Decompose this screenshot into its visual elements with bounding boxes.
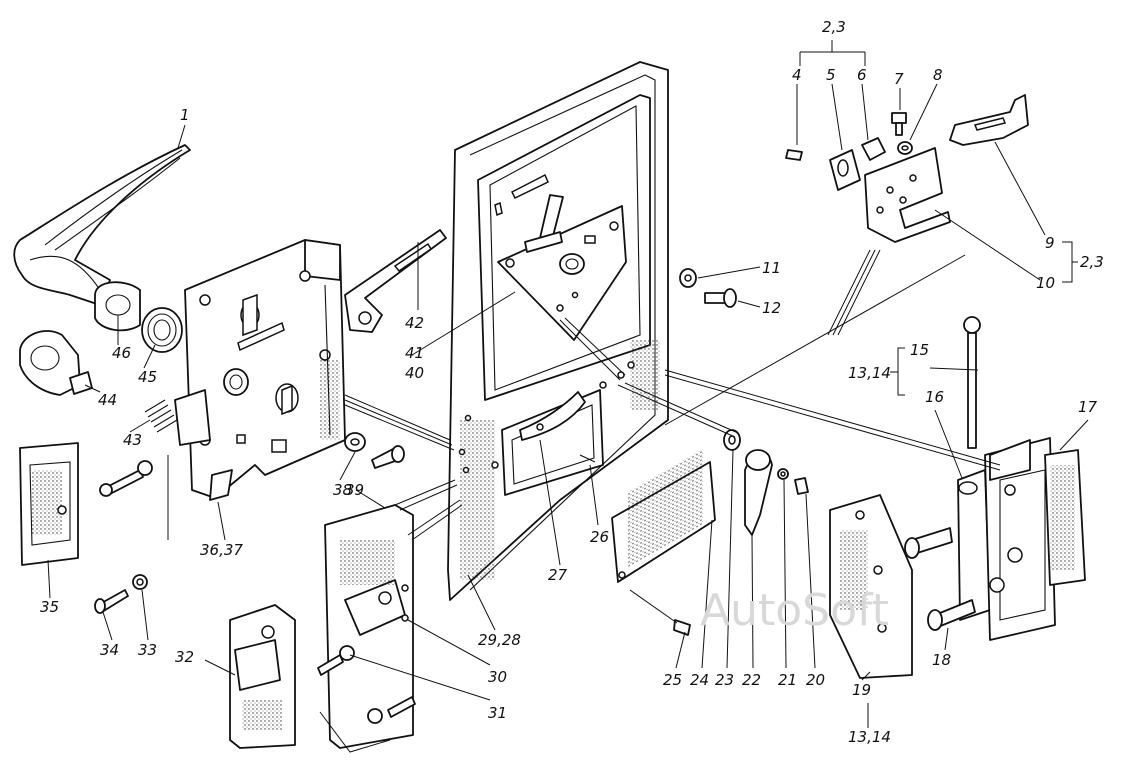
label-1: 1 [180,106,190,124]
label-13-14-top: 13,14 [848,364,891,382]
screw-25 [673,619,691,636]
label-26: 26 [590,528,609,546]
label-19: 19 [852,681,871,699]
label-33: 33 [138,641,157,659]
label-2-3-right: 2,3 [1080,253,1104,271]
label-21: 21 [778,671,797,689]
label-24: 24 [690,671,709,689]
label-45: 45 [138,368,157,386]
screw-20 [794,477,809,495]
bushing-45 [141,307,183,353]
label-32: 32 [175,648,194,666]
washer-38 [344,432,366,452]
hinge-leaf-19 [829,494,913,679]
leader-lines [47,40,1089,728]
label-40: 40 [405,364,424,382]
label-41: 41 [405,344,424,362]
label-39: 39 [345,481,364,499]
label-22: 22 [742,671,761,689]
plate-5 [829,149,861,191]
label-23: 23 [715,671,734,689]
label-44: 44 [98,391,117,409]
striker-32 [229,604,296,749]
label-35: 35 [40,598,59,616]
strike-plate-35 [19,442,79,566]
bracket-10 [864,147,951,243]
label-10: 10 [1036,274,1055,292]
label-17: 17 [1078,398,1098,416]
label-13-14-bottom: 13,14 [848,728,891,746]
hinge-block-16 [957,469,991,621]
knob-44 [19,330,93,396]
bracket-9 [949,94,1029,146]
label-8: 8 [933,66,943,84]
pin-15 [963,316,981,449]
label-34: 34 [100,641,119,659]
part-labels: 1 2,3 4 5 6 7 8 9 2,3 10 11 12 13,14 15 … [40,18,1104,746]
label-25: 25 [663,671,682,689]
spring-43 [144,399,178,433]
label-31: 31 [488,704,507,722]
screw-38-39 [371,445,405,469]
label-16: 16 [925,388,944,406]
watermark: AutoSoft [700,585,889,636]
plate-41 [497,194,627,341]
label-43: 43 [123,431,142,449]
label-12: 12 [762,299,781,317]
screw-7 [891,112,907,136]
label-2-3-top: 2,3 [822,18,846,36]
label-20: 20 [806,671,825,689]
label-42: 42 [405,314,424,332]
label-36-37: 36,37 [200,541,243,559]
bolt-upper-19 [904,527,953,559]
bolt-18 [927,599,976,631]
label-5: 5 [826,66,836,84]
assembly-lines [167,249,1001,753]
label-4: 4 [792,66,802,84]
lock-body-36-37 [174,239,346,501]
label-46: 46 [112,344,131,362]
label-15: 15 [910,341,929,359]
handle-1 [13,144,191,306]
label-6: 6 [857,66,867,84]
label-30: 30 [488,668,507,686]
screw-12 [704,288,737,308]
label-29-28: 29,28 [478,631,521,649]
screw-4 [785,149,803,161]
door-panel [447,61,669,601]
striker-30 [324,504,414,749]
washer-21 [777,468,789,480]
screw-34 [94,589,129,614]
label-38: 38 [333,481,352,499]
rod-26 [579,454,596,463]
label-18: 18 [932,651,951,669]
link-27 [519,391,586,441]
label-11: 11 [762,259,781,277]
screw-31-upper [317,645,355,676]
cover-plate-24 [611,449,716,583]
washer-33 [132,574,148,590]
washer-8 [897,141,913,155]
lever-22 [744,449,773,536]
screw-31-lower [367,696,416,724]
label-7: 7 [894,70,904,88]
hinge-leaf-17 [1044,449,1086,586]
nut-6 [861,137,886,161]
screw-lock-upper [99,460,153,497]
washer-11 [679,268,697,288]
label-27: 27 [548,566,568,584]
label-9: 9 [1045,234,1055,252]
bracket-42 [344,229,447,333]
